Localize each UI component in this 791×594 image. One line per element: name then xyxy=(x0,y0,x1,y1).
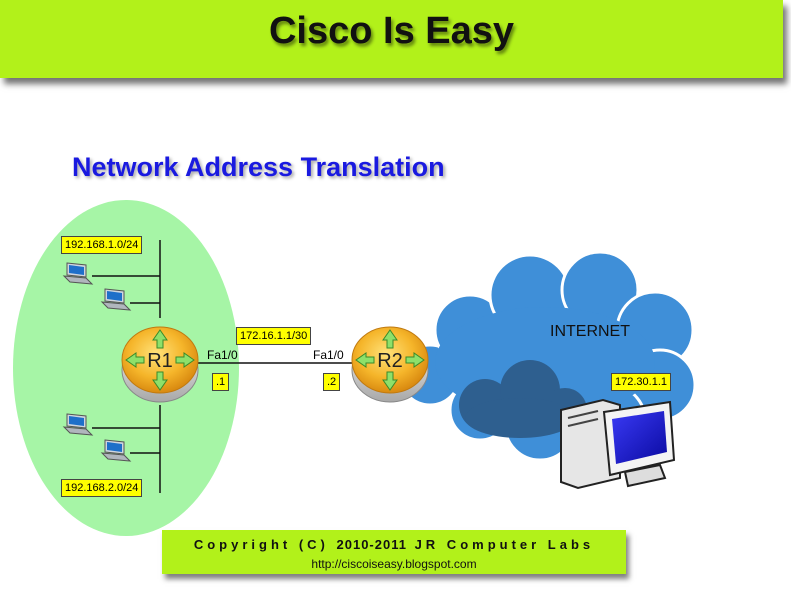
footer-url: http://ciscoiseasy.blogspot.com xyxy=(311,557,477,571)
page-title: Cisco Is Easy xyxy=(268,10,515,52)
lan2-subnet-label: 192.168.2.0/24 xyxy=(61,479,143,497)
r2-interface-label: Fa1/0 xyxy=(313,348,344,362)
link-subnet-label: 172.16.1.1/30 xyxy=(236,327,312,345)
lan1-subnet-label: 192.168.1.0/24 xyxy=(61,236,143,254)
r2-name: R2 xyxy=(377,350,403,372)
laptop-icon xyxy=(62,262,94,285)
internet-label: INTERNET xyxy=(550,323,630,340)
header-banner: Cisco Is Easy xyxy=(0,0,783,78)
copyright-suffix: JR Computer Labs xyxy=(414,537,595,552)
r2-ip-label: .2 xyxy=(323,373,341,391)
cloud-icon xyxy=(398,250,697,462)
router-icon xyxy=(121,326,199,403)
router-icon xyxy=(351,326,429,403)
diagram-subtitle: Network Address Translation xyxy=(72,152,445,182)
copyright-prefix: Copyright (C) xyxy=(193,537,329,552)
computer-icon xyxy=(560,398,676,490)
r1-name: R1 xyxy=(147,350,173,372)
internet-host-label: 172.30.1.1 xyxy=(611,373,671,391)
footer-banner: Copyright (C) 2010-2011 JR Computer Labs… xyxy=(162,530,626,574)
copyright-years: 2010-2011 xyxy=(336,537,407,552)
laptop-icon xyxy=(62,413,94,436)
copyright-line: Copyright (C) 2010-2011 JR Computer Labs xyxy=(162,537,626,552)
r1-interface-label: Fa1/0 xyxy=(207,348,238,362)
r1-ip-label: .1 xyxy=(212,373,230,391)
lan-backbone xyxy=(92,240,161,493)
laptop-icon xyxy=(100,439,132,462)
laptop-icon xyxy=(100,288,132,311)
